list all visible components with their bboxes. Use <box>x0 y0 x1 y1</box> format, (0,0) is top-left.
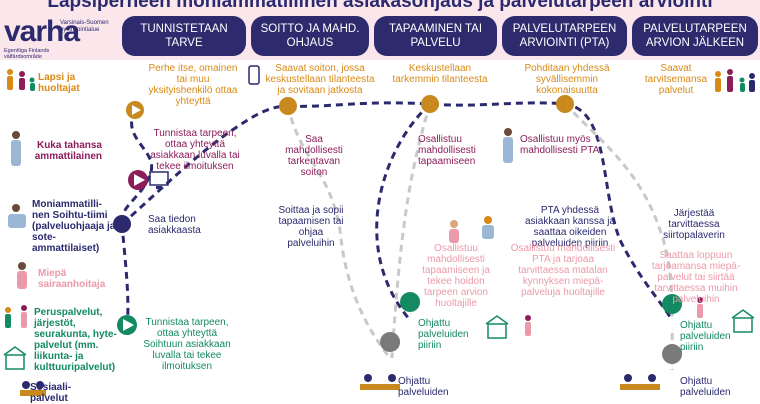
note-miepa-meet: Osallistuu mahdollisesti tapaamiseen ja … <box>422 243 490 309</box>
actor-family: Lapsi ja huoltajat <box>38 72 80 94</box>
professional-icon-2 <box>503 128 513 163</box>
note-anyone-call: Saa mahdollisesti tarkentavan soiton <box>285 134 343 178</box>
actor-anyone: Kuka tahansa ammattilainen <box>34 140 102 162</box>
building-icon-1 <box>3 346 27 370</box>
note-meet: Keskustellaan tarkemmin tilanteesta <box>392 63 488 85</box>
note-team-transfer: Järjestää tarvittaessa siirtopalaverin <box>663 208 725 241</box>
note-social-directed-2: Ohjattu palveluiden <box>680 376 731 398</box>
node-meet <box>421 95 439 113</box>
pin-icon-gray-2 <box>662 344 683 388</box>
page-title: Lapsiperheen moniammatillinen asiakasohj… <box>47 0 713 12</box>
pin-icon-green-2 <box>662 294 683 338</box>
meeting-icon-2 <box>620 374 660 390</box>
pin-icon-green-1 <box>400 292 421 336</box>
note-miepa-after: Saattaa loppuun tarjoamansa miepä-palvel… <box>651 250 741 305</box>
note-miepa-pta: Osallistuu mahdollisesti PTA ja tarjoaa … <box>510 243 616 298</box>
actor-miepa: Miepä sairaanhoitaja <box>38 268 106 290</box>
logo: varha Varsinais-Suomen hyvinvointialue E… <box>4 15 116 61</box>
nurse-icon <box>17 262 27 289</box>
stage-tunnistetaan: TUNNISTETAAN TARVE <box>122 16 246 56</box>
stage-jalkeen: PALVELUTARPEEN ARVION JÄLKEEN <box>632 16 758 56</box>
note-team-pta: PTA yhdessä asiakkaan kanssa ja saattaa … <box>524 205 616 249</box>
path-gray-1 <box>286 105 392 359</box>
note-team-call: Soittaa ja sopii tapaamisen tai ohjaa pa… <box>278 205 344 249</box>
professional-icon-3 <box>482 216 494 239</box>
note-services-identify: Tunnistaa tarpeen, ottaa yhteyttä Soihtu… <box>143 317 231 372</box>
building-icon-3 <box>731 309 755 333</box>
pin-icon-gray-1 <box>380 332 401 376</box>
note-anyone-pta: Osallistuu myös mahdollisesti PTA <box>520 134 600 156</box>
meeting-icon-1 <box>360 374 400 390</box>
note-pta: Pohditaan yhdessä syvällisemmin kokonais… <box>524 63 610 96</box>
people-icon-services <box>5 305 27 328</box>
family-icon-right <box>715 69 755 92</box>
people-icon-mid <box>525 315 531 336</box>
stage-pta: PALVELUTARPEEN ARVIOINTI (PTA) <box>502 16 627 56</box>
path-meet-to-service <box>375 102 432 321</box>
actor-services: Peruspalvelut, järjestöt, seurakunta, hy… <box>34 307 117 373</box>
note-team-info: Saa tiedon asiakkaasta <box>148 214 201 236</box>
path-team-to-call <box>121 104 289 226</box>
path-family-to-team <box>120 109 154 225</box>
stage-tapaaminen: TAPAAMINEN TAI PALVELU <box>374 16 497 56</box>
note-social-directed-1: Ohjattu palveluiden <box>398 376 449 398</box>
people-icon-right <box>697 297 703 318</box>
note-call: Saavat soiton, jossa keskustellaan tilan… <box>265 63 375 96</box>
path-team-to-basic <box>120 223 130 326</box>
logo-sub: Egentliga Finlands välfärdsområde <box>4 48 50 60</box>
note-services-directed-2: Ohjattu palveluiden piiriin <box>680 320 731 353</box>
meeting-icon-3 <box>20 381 46 396</box>
logo-mark: varha <box>4 15 80 48</box>
nurse-icon-2 <box>449 220 459 243</box>
note-services: Saavat tarvitsemansa palvelut <box>644 63 708 96</box>
node-pta <box>556 95 574 113</box>
actor-team: Moniammatilli-nen Soihtu-tiimi (palveluo… <box>32 199 116 254</box>
stage-soitto: SOITTO JA MAHD. OHJAUS <box>251 16 369 56</box>
note-anyone-identify: Tunnistaa tarpeen, ottaa yhteyttä asiakk… <box>150 128 240 172</box>
building-icon-2 <box>485 315 509 339</box>
node-call <box>279 97 297 115</box>
logo-org: Varsinais-Suomen hyvinvointialue <box>60 20 109 33</box>
path-gray-2 <box>390 103 432 359</box>
note-family-contact: Perhe itse, omainen tai muu yksityishenk… <box>148 63 238 107</box>
phone-icon <box>248 65 260 85</box>
family-icon <box>7 69 35 91</box>
team-icon <box>8 204 26 228</box>
note-services-directed-1: Ohjattu palveluiden piiriin <box>418 318 469 351</box>
computer-icon <box>149 171 169 189</box>
note-anyone-meet: Osallistuu mahdollisesti tapaamiseen <box>418 134 476 167</box>
professional-icon <box>11 131 21 166</box>
node-team <box>113 215 131 233</box>
actor-social: Sosiaali-palvelut <box>30 382 72 404</box>
